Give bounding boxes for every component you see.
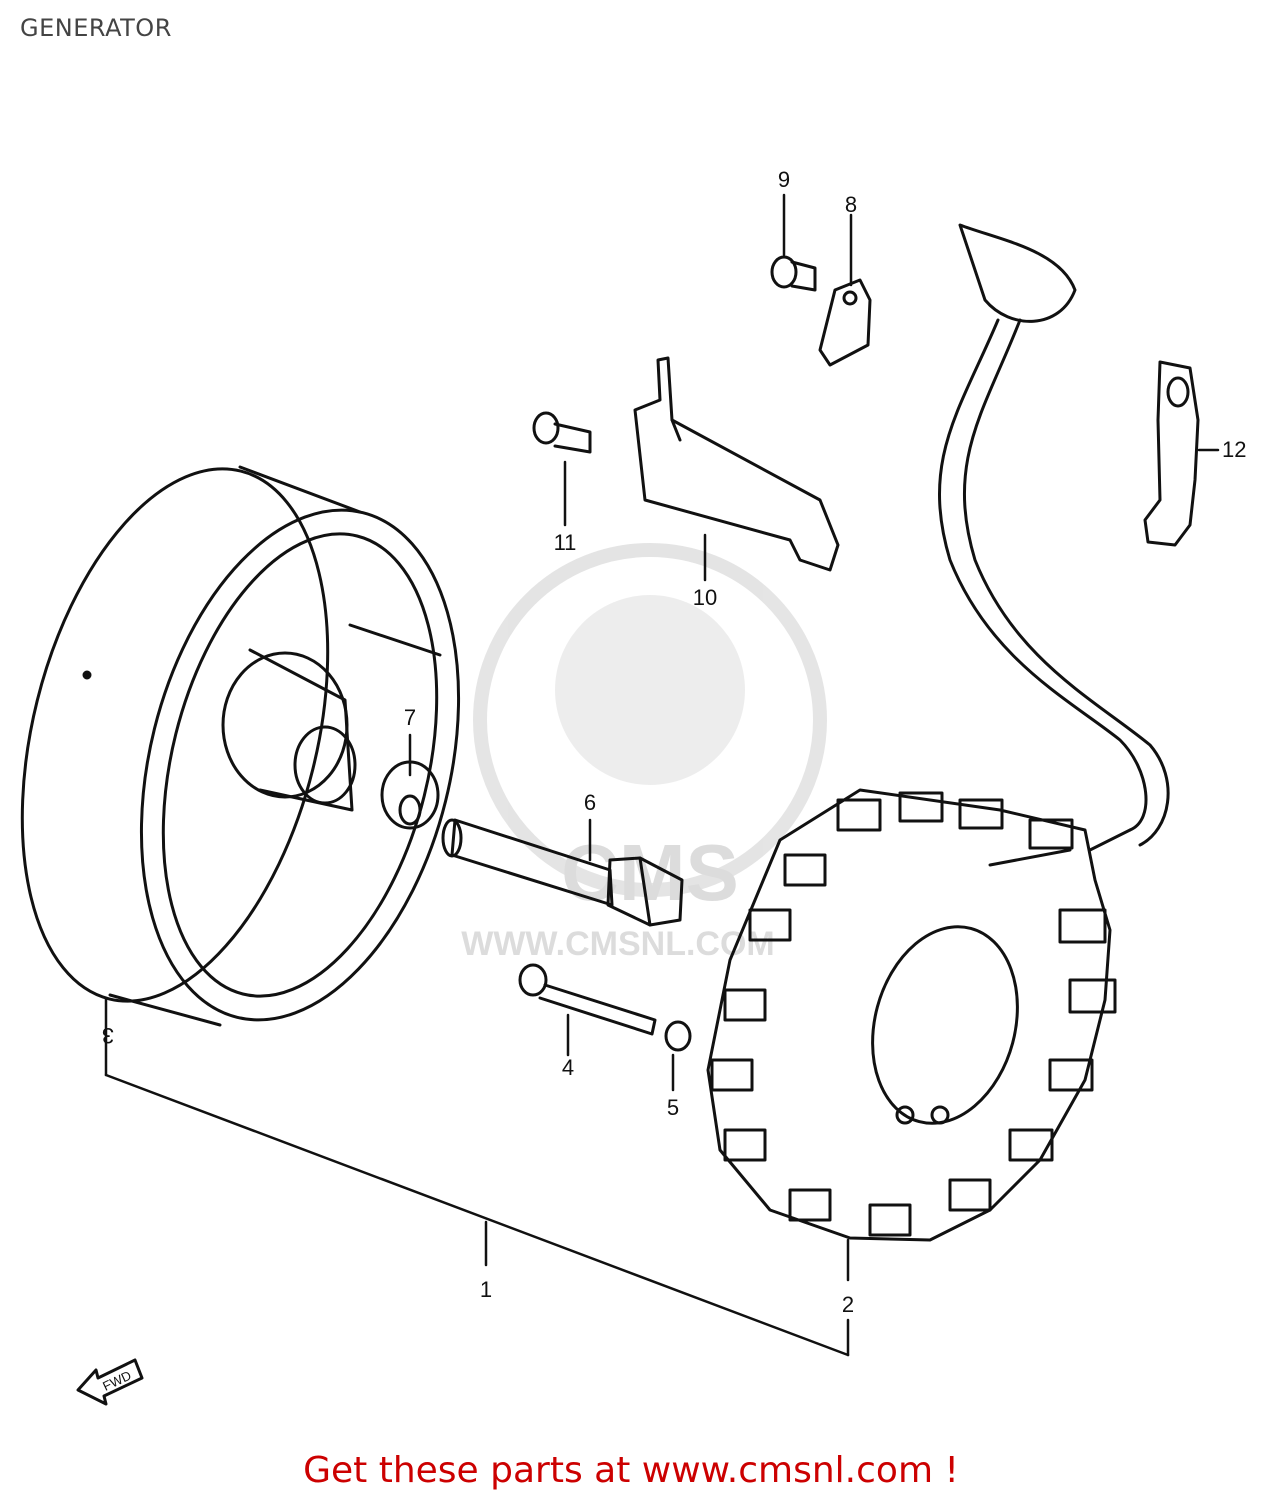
page-title: GENERATOR: [20, 14, 172, 42]
callout-3: 3: [102, 1023, 114, 1048]
clamp-screw-part: [770, 255, 817, 292]
rotor-bolt-part: [441, 818, 684, 927]
callout-4: 4: [562, 1055, 574, 1080]
clamp-part: [818, 278, 872, 367]
cover-plate-part: [633, 356, 840, 572]
callout-9: 9: [778, 167, 790, 192]
watermark-url-text: WWW.CMSNL.COM: [461, 925, 775, 963]
strap-part: [1143, 360, 1200, 547]
lead-wire-part: [938, 223, 1170, 852]
cover-screw-part: [532, 411, 592, 454]
callout-5: 5: [667, 1095, 679, 1120]
watermark-logo-text: CMS: [561, 828, 739, 917]
callout-6: 6: [584, 790, 596, 815]
callout-1: 1: [480, 1277, 492, 1302]
stator-screw-part: [518, 963, 657, 1036]
callout-7: 7: [404, 705, 416, 730]
watermark: CMS WWW.CMSNL.COM: [461, 543, 827, 963]
leader-lines: [104, 193, 1220, 1357]
footer-shop-link[interactable]: Get these parts at www.cmsnl.com !: [303, 1450, 959, 1491]
forward-arrow-icon: [76, 1358, 144, 1406]
callout-10: 10: [693, 585, 717, 610]
callout-11: 11: [554, 530, 577, 555]
callout-12: 12: [1222, 437, 1246, 462]
flywheel-rotor-part: [20, 465, 461, 1027]
lock-washer-part: [664, 1020, 692, 1052]
callout-2: 2: [842, 1292, 854, 1317]
stator-part: [706, 788, 1117, 1242]
callout-8: 8: [845, 192, 857, 217]
